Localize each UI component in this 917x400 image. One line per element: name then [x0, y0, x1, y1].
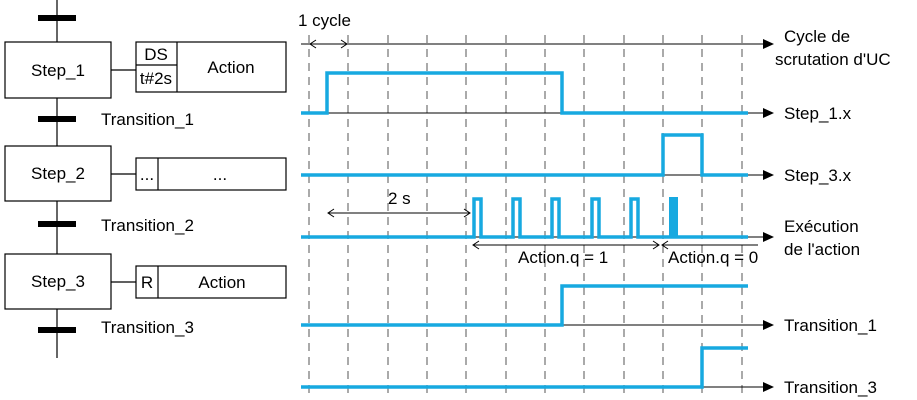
- signal-cpu-scan-cycle: Cycle de scrutation d'UC: [301, 27, 891, 69]
- transition-3-waveform: [301, 346, 748, 389]
- step-3-action: Action: [198, 273, 245, 292]
- step-1-x-waveform: [301, 71, 748, 115]
- time-axis-arrowhead: [763, 170, 774, 180]
- signal-label-line: Step_1.x: [784, 104, 852, 123]
- step-3: Step_3 R Action: [4, 253, 287, 310]
- transition-1-label: Transition_1: [101, 110, 194, 129]
- cycle-duration-label: 1 cycle: [298, 11, 351, 30]
- signal-action-execution: Exécution de l'action: [301, 197, 860, 259]
- signal-step-1-x: Step_1.x: [301, 71, 852, 123]
- action-q-true-arrowheads: [472, 240, 660, 250]
- signal-label-line: scrutation d'UC: [775, 50, 891, 69]
- timing-chart: 1 cycle Cycle de scrutation d'UC Step_1.…: [298, 11, 891, 398]
- time-axis-arrowhead: [763, 232, 774, 242]
- transition-3-bar: [38, 327, 76, 333]
- step-2: Step_2 ... ...: [4, 145, 287, 202]
- transition-3-label: Transition_3: [101, 318, 194, 337]
- step-2-box: [4, 145, 112, 202]
- step-2-label: Step_2: [31, 164, 85, 183]
- time-axis-arrowhead: [763, 320, 774, 330]
- time-axis-arrowhead: [763, 108, 774, 118]
- signal-label-line: Exécution: [784, 217, 859, 236]
- initial-transition-bar: [38, 15, 76, 21]
- time-axis-arrowhead: [763, 382, 774, 392]
- action-q-true-label: Action.q = 1: [518, 248, 608, 267]
- grafcet-chart: Step_1 DS t#2s Action Transition_1 Step_…: [4, 0, 287, 358]
- step-1-qualifier: DS: [144, 45, 168, 64]
- time-axis-arrowhead: [763, 39, 774, 49]
- step-1-qualifier-time: t#2s: [140, 69, 172, 88]
- signal-label-line: de l'action: [784, 240, 860, 259]
- transition-1-waveform: [301, 284, 748, 327]
- signal-label-line: Transition_3: [784, 378, 877, 397]
- step-1-action-block: [135, 41, 287, 93]
- step-1: Step_1 DS t#2s Action: [4, 41, 287, 99]
- transition-2-label: Transition_2: [101, 216, 194, 235]
- action-q-false-arrowhead: [661, 240, 669, 250]
- signal-label-line: Cycle de: [784, 27, 850, 46]
- signal-transition-3: Transition_3: [301, 346, 877, 397]
- delay-label: 2 s: [388, 189, 411, 208]
- step-1-box: [4, 41, 112, 99]
- step-2-qualifier: ...: [140, 165, 154, 184]
- step-3-label: Step_3: [31, 272, 85, 291]
- signal-step-3-x: Step_3.x: [301, 133, 852, 185]
- step-3-x-waveform: [301, 133, 748, 177]
- step-3-qualifier: R: [141, 273, 153, 292]
- step-1-label: Step_1: [31, 61, 85, 80]
- transition-2-bar: [38, 221, 76, 227]
- signal-label-line: Transition_1: [784, 316, 877, 335]
- action-q-false-label: Action.q = 0: [668, 248, 758, 267]
- step-2-action-block: [135, 157, 287, 191]
- transition-1-bar: [38, 116, 76, 122]
- signal-label-line: Step_3.x: [784, 166, 852, 185]
- delay-arrowheads: [327, 208, 471, 218]
- step-3-box: [4, 253, 112, 310]
- step-1-action: Action: [207, 58, 254, 77]
- action-execution-burst: [669, 197, 678, 237]
- step-3-action-block: [135, 265, 287, 299]
- cycle-grid: [308, 35, 743, 398]
- step-2-action: ...: [213, 165, 227, 184]
- signal-transition-1: Transition_1: [301, 284, 877, 335]
- action-execution-waveform: [301, 197, 748, 239]
